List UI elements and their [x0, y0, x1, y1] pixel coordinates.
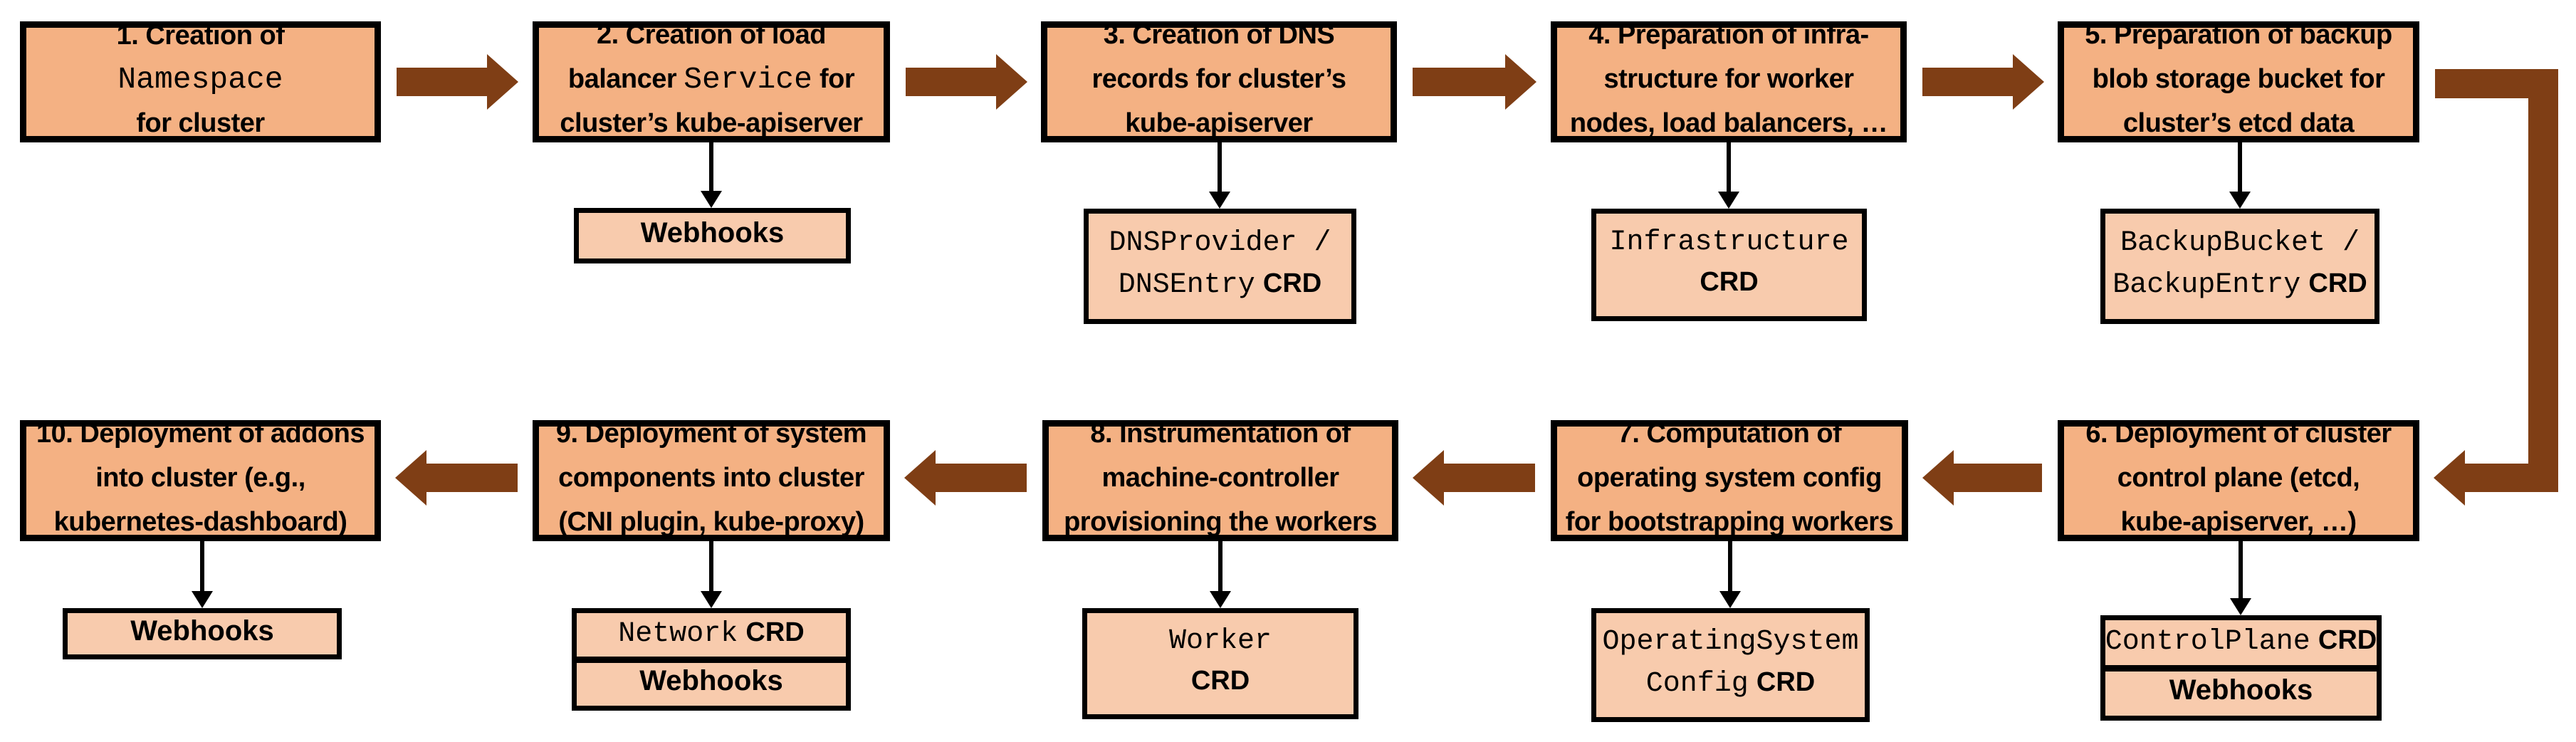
connector-step2-webhooks [701, 142, 722, 208]
arrow-shaft [1954, 464, 2042, 492]
connector-line [709, 142, 713, 191]
right-arrow-head-icon [1505, 54, 1536, 110]
webhooks-step2-text: Webhooks [640, 216, 785, 249]
flow-arrow-step7-step8 [1413, 450, 1535, 506]
arrow-shaft [426, 464, 518, 492]
flow-arrow-step4-step5 [1922, 54, 2044, 110]
elbow-vertical-segment [2528, 69, 2558, 491]
step-4-text: 4. Preparation of infra-structure for wo… [1569, 20, 1888, 138]
down-arrow-head-icon [2229, 192, 2251, 209]
down-arrow-head-icon [1718, 192, 1739, 209]
down-arrow-head-icon [701, 591, 722, 608]
dnsprovider-dnsentry-crd-text: DNSProvider /DNSEntry CRD [1109, 227, 1331, 301]
connector-step4-crd [1718, 142, 1739, 209]
controlplane-crd-webhooks-box: ControlPlane CRD Webhooks [2100, 615, 2382, 721]
backupbucket-backupentry-crd-text: BackupBucket /BackupEntry CRD [2112, 227, 2367, 301]
flow-arrow-step3-step4 [1413, 54, 1536, 110]
down-arrow-head-icon [2230, 598, 2251, 615]
connector-line [709, 541, 713, 591]
arrow-shaft [1922, 68, 2013, 96]
arrow-shaft [906, 68, 996, 96]
webhooks-box-step10: Webhooks [63, 608, 342, 659]
flow-arrow-step1-step2 [397, 54, 518, 110]
connector-line [200, 541, 204, 591]
down-arrow-head-icon [1210, 591, 1231, 608]
left-arrow-head-icon [1413, 450, 1444, 506]
arrow-shaft [1413, 68, 1505, 96]
dnsprovider-dnsentry-crd-box: DNSProvider /DNSEntry CRD [1084, 209, 1356, 324]
webhooks-step10-text: Webhooks [130, 615, 274, 647]
webhooks-row-step6: Webhooks [2105, 664, 2377, 716]
flow-arrow-step2-step3 [906, 54, 1027, 110]
connector-step10-webhooks [192, 541, 213, 608]
right-arrow-head-icon [487, 54, 518, 110]
controlplane-crd-row: ControlPlane CRD [2105, 625, 2377, 658]
connector-step7-crd [1719, 541, 1741, 608]
connector-step6-crd [2230, 541, 2251, 615]
connector-step3-crd [1209, 142, 1230, 209]
network-crd-row: Network CRD [618, 617, 805, 650]
flow-arrow-step8-step9 [904, 450, 1027, 506]
arrow-shaft [936, 464, 1027, 492]
arrow-shaft [397, 68, 487, 96]
down-arrow-head-icon [192, 591, 213, 608]
flow-arrow-step9-step10 [395, 450, 518, 506]
backupbucket-backupentry-crd-box: BackupBucket /BackupEntry CRD [2100, 209, 2379, 324]
connector-step5-crd [2229, 142, 2251, 209]
connector-line [2239, 541, 2243, 598]
right-arrow-head-icon [996, 54, 1027, 110]
webhooks-box-step2: Webhooks [574, 208, 851, 263]
connector-line [2238, 142, 2242, 192]
left-arrow-head-icon [2434, 450, 2465, 506]
elbow-bottom-segment [2464, 464, 2558, 492]
down-arrow-head-icon [1719, 591, 1741, 608]
connector-line [1728, 541, 1732, 591]
arrow-shaft [1444, 464, 1535, 492]
network-crd-webhooks-box: Network CRD Webhooks [572, 608, 851, 711]
connector-step9-crd [701, 541, 722, 608]
flow-arrow-step6-step7 [1922, 450, 2042, 506]
down-arrow-head-icon [701, 191, 722, 208]
connector-step8-crd [1210, 541, 1231, 608]
left-arrow-head-icon [395, 450, 426, 506]
down-arrow-head-icon [1209, 192, 1230, 209]
right-arrow-head-icon [2013, 54, 2044, 110]
left-arrow-head-icon [904, 450, 936, 506]
connector-line [1218, 142, 1222, 192]
step-4-box: 4. Preparation of infra-structure for wo… [1551, 20, 1907, 142]
left-arrow-head-icon [1922, 450, 1954, 506]
webhooks-row-step9: Webhooks [577, 656, 846, 706]
connector-line [1727, 142, 1731, 192]
connector-line [1218, 541, 1222, 591]
